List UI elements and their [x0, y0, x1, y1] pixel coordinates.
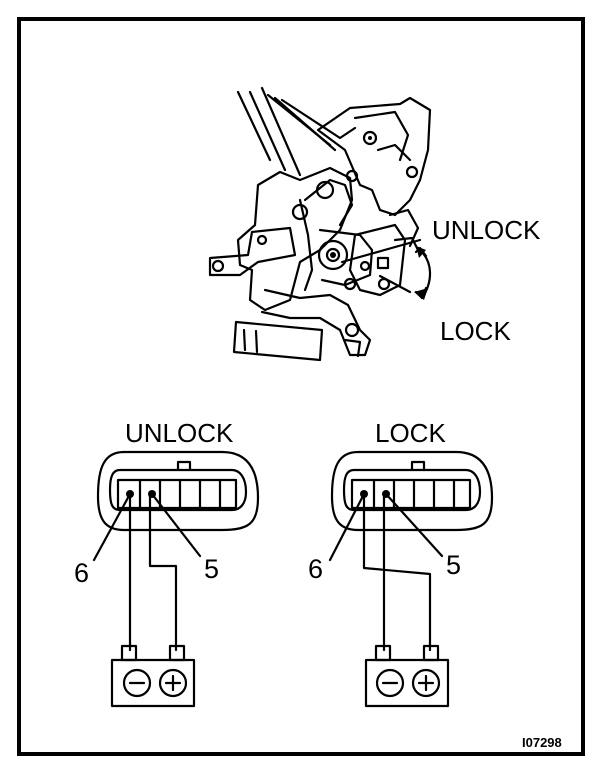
connector-unlock-title: UNLOCK [125, 418, 234, 448]
negative-terminal-icon [122, 668, 152, 698]
unlock-pin-6-label: 6 [74, 558, 89, 588]
mechanism-lock-label: LOCK [440, 316, 511, 346]
connector-lock-title: LOCK [375, 418, 446, 448]
lock-connector [328, 450, 494, 652]
door-lock-mechanism [208, 86, 432, 362]
battery-lock [364, 644, 450, 708]
positive-terminal-icon [158, 668, 188, 698]
mechanism-unlock-label: UNLOCK [432, 215, 541, 245]
battery-unlock [110, 644, 196, 708]
unlock-connector [92, 450, 260, 652]
diagram-frame [17, 17, 585, 756]
positive-terminal-icon [411, 668, 441, 698]
reference-code: I07298 [522, 735, 562, 750]
lock-pin-5-label: 5 [446, 550, 461, 580]
unlock-pin-5-label: 5 [204, 554, 219, 584]
negative-terminal-icon [375, 668, 405, 698]
lock-pin-6-label: 6 [308, 554, 323, 584]
